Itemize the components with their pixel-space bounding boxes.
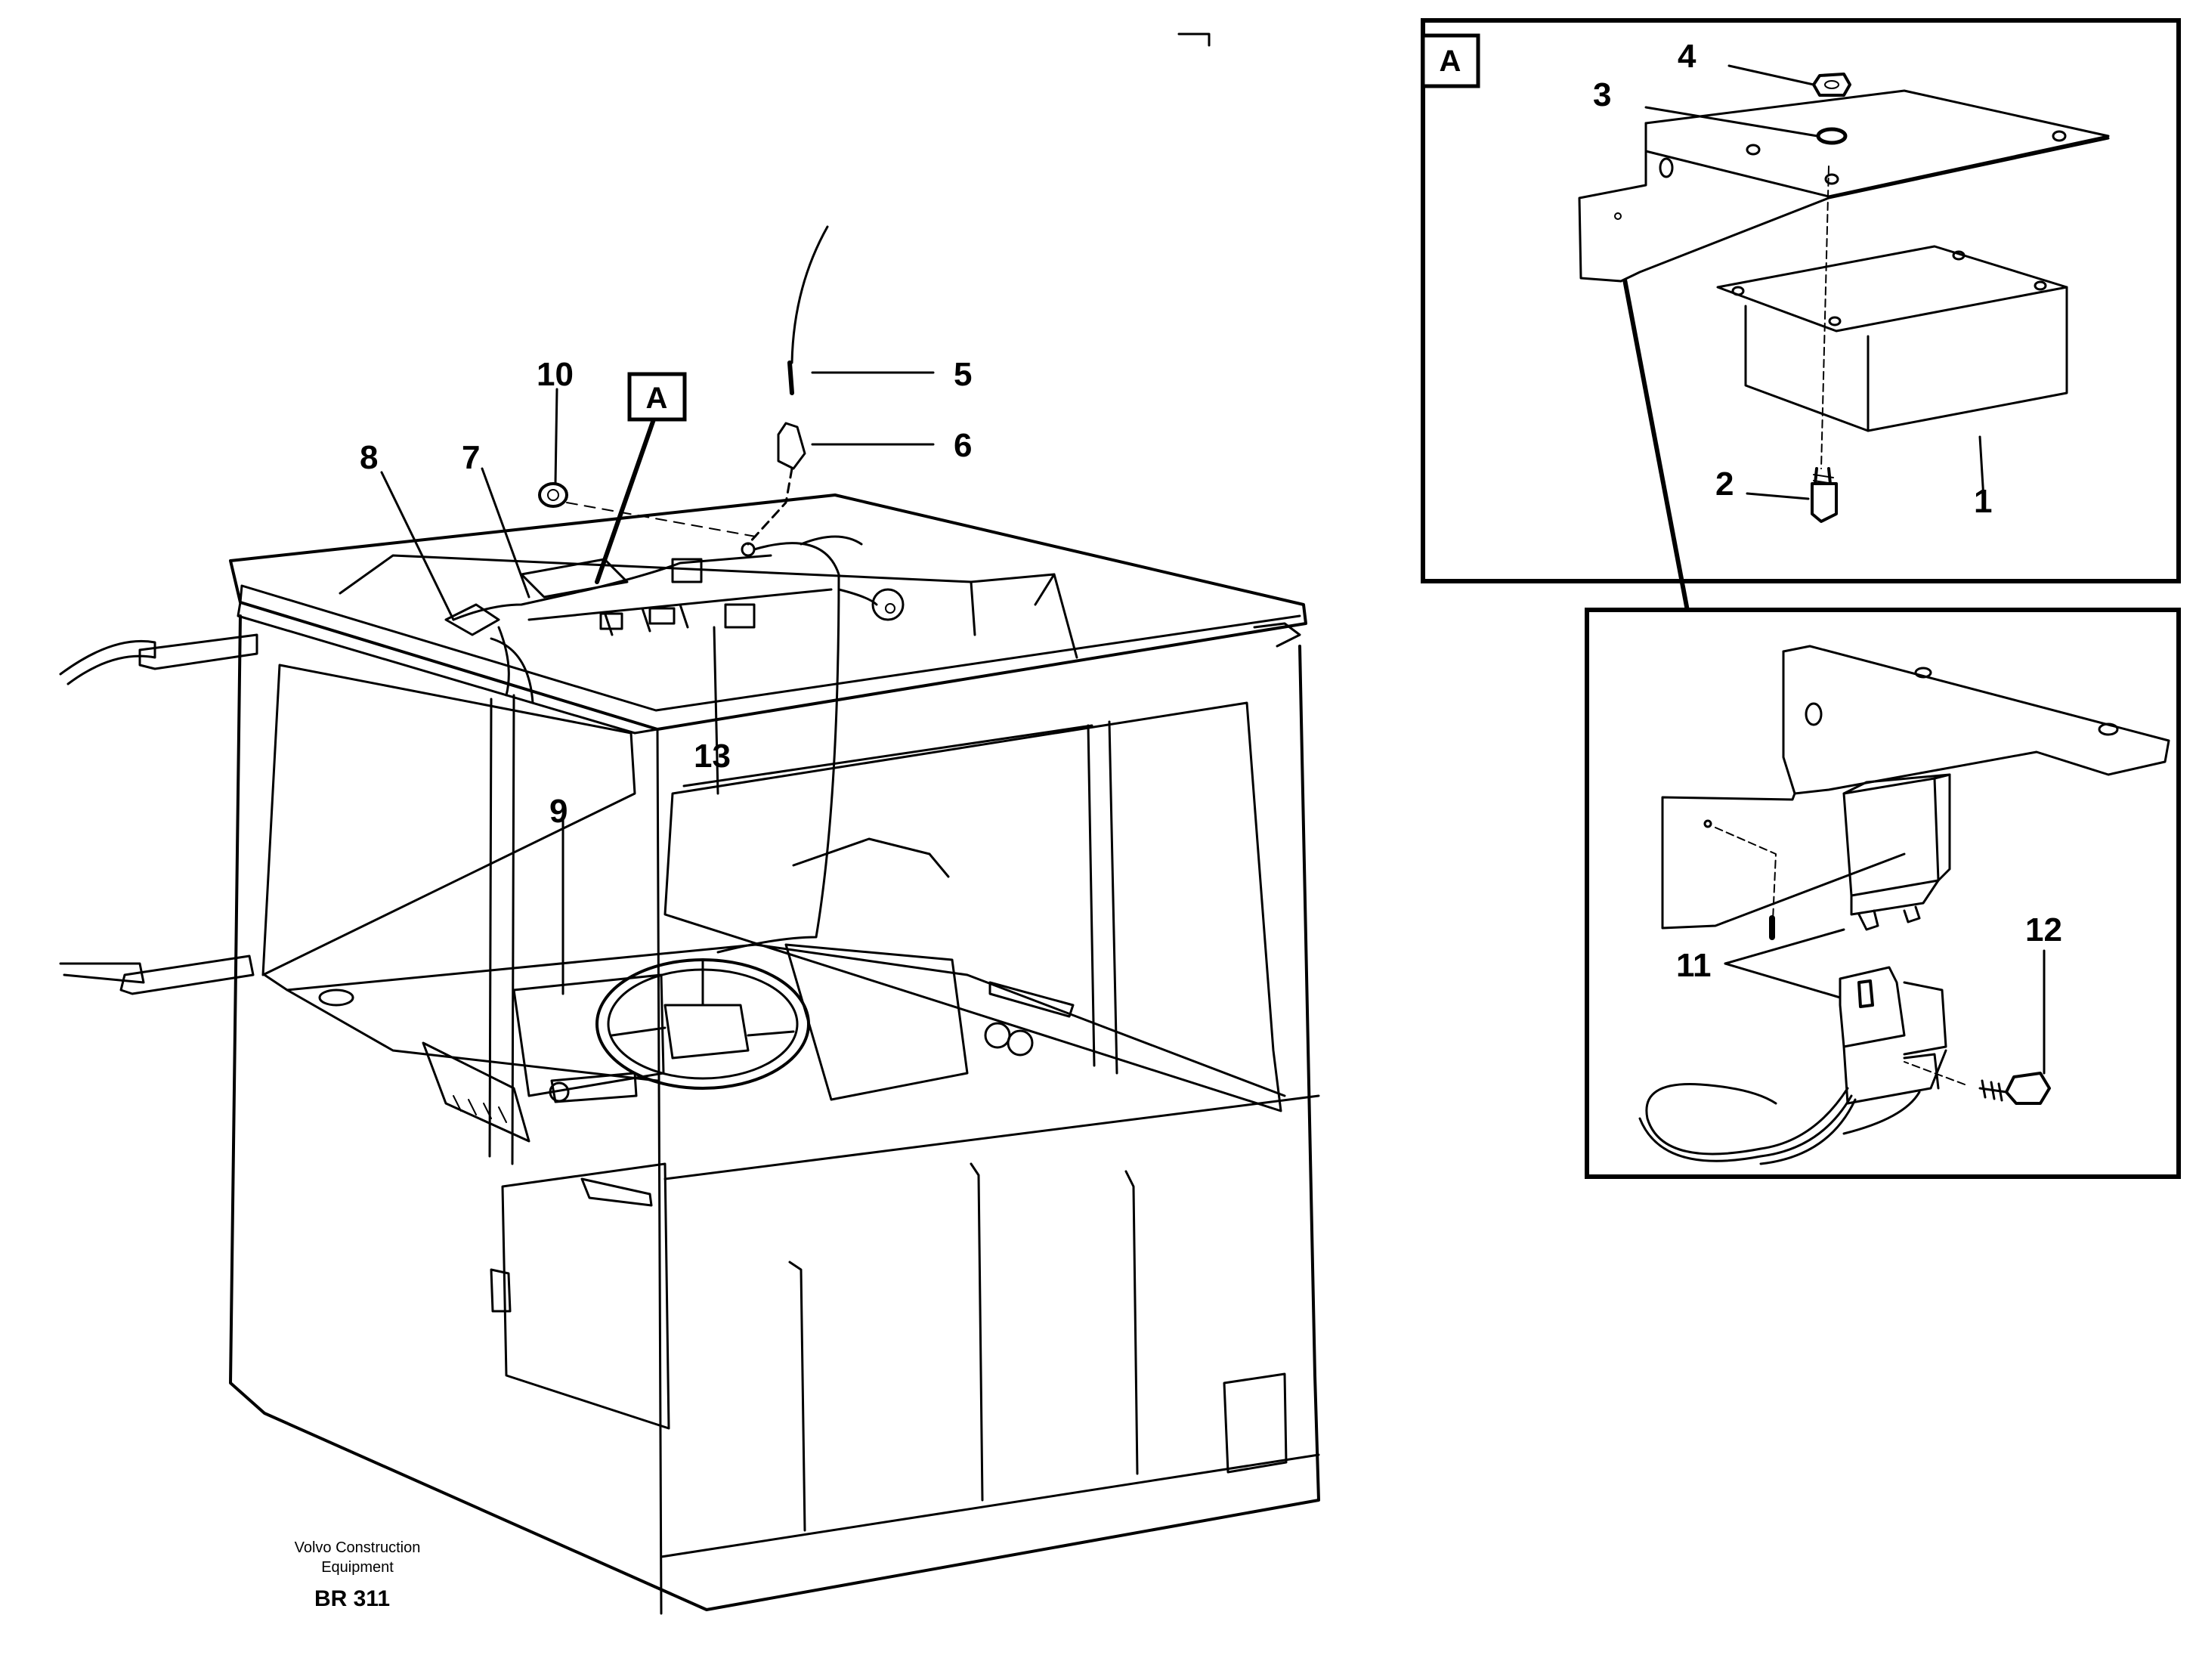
label-part-1: 1 xyxy=(1974,483,1992,520)
detail-relay-leaders xyxy=(1724,928,2046,1075)
inset-connector xyxy=(1622,279,1690,611)
label-part-10: 10 xyxy=(537,356,574,393)
label-part-4: 4 xyxy=(1678,38,1696,75)
label-part-12: 12 xyxy=(2025,911,2062,948)
caption-code: BR 311 xyxy=(314,1586,390,1611)
label-part-11: 11 xyxy=(1676,947,1712,984)
callout-a-label: A xyxy=(646,382,668,415)
detail-a-marker: A xyxy=(1440,45,1461,78)
cab-drawing xyxy=(59,225,1320,1615)
label-part-6: 6 xyxy=(954,427,972,464)
callout-a: A xyxy=(627,372,687,422)
detail-a-marker-box xyxy=(1421,33,1480,88)
detail-a-inset: A xyxy=(1421,18,2181,583)
label-part-2: 2 xyxy=(1715,466,1734,503)
caption: Volvo Construction Equipment BR 311 xyxy=(295,1539,421,1611)
caption-company-line1: Volvo Construction xyxy=(295,1539,421,1556)
label-part-7: 7 xyxy=(462,439,480,476)
label-part-8: 8 xyxy=(360,439,378,476)
detail-a-leaders xyxy=(1644,64,1985,500)
detail-relay-frame xyxy=(1585,608,2181,1179)
part-labels: 1 2 3 4 5 6 7 8 9 10 11 12 13 xyxy=(360,38,2062,984)
label-part-9: 9 xyxy=(549,793,568,830)
detail-a-frame xyxy=(1421,18,2181,583)
detail-relay-inset xyxy=(1585,608,2181,1179)
label-part-3: 3 xyxy=(1593,76,1611,113)
label-part-13: 13 xyxy=(694,738,731,775)
label-part-5: 5 xyxy=(954,356,972,393)
caption-company-line2: Equipment xyxy=(321,1559,394,1576)
leader-lines xyxy=(380,32,1211,995)
